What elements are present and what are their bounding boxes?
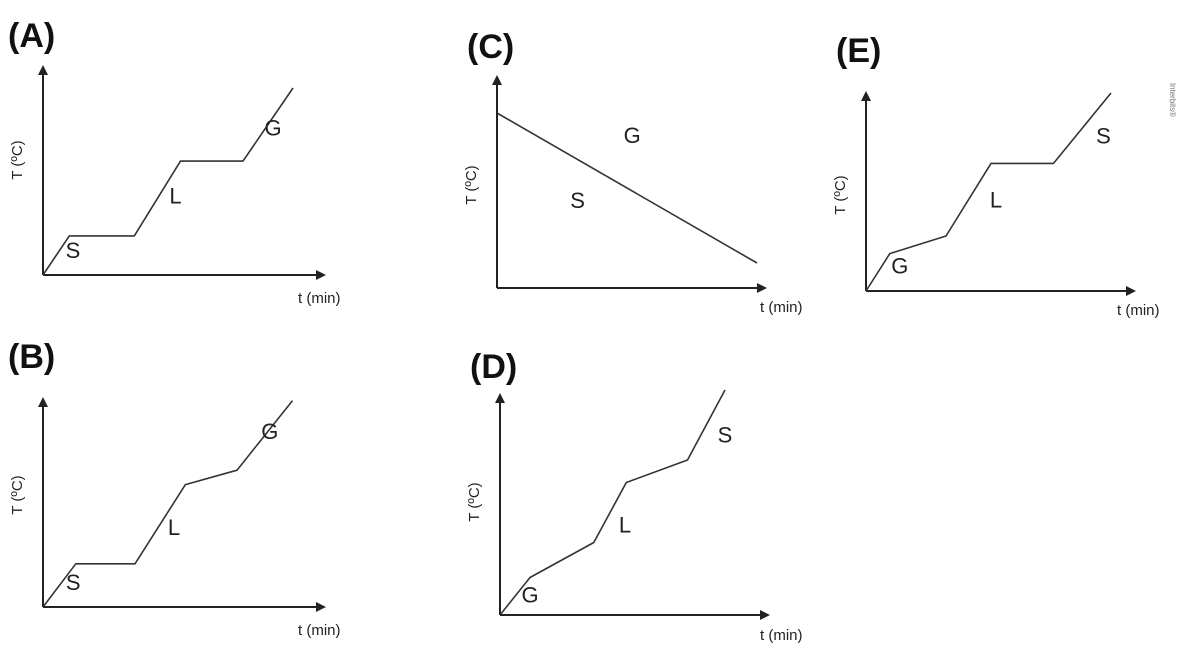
phase-label: S — [570, 188, 585, 213]
chart-panel: (D) t (min) T (ºC) G L S — [466, 348, 803, 644]
phase-label: L — [168, 515, 180, 540]
x-axis-arrow — [760, 610, 770, 620]
phase-label: L — [169, 184, 181, 209]
y-axis-label: T (ºC) — [832, 175, 849, 214]
phase-label: G — [521, 583, 538, 608]
y-axis-label: T (ºC) — [9, 140, 26, 179]
chart-title: (C) — [467, 28, 514, 66]
x-axis-label: t (min) — [298, 622, 341, 639]
phase-label: L — [619, 513, 631, 538]
chart-title: (E) — [836, 32, 881, 70]
phase-label: G — [624, 123, 641, 148]
phase-label: S — [66, 570, 81, 595]
chart-panel: (C) t (min) T (ºC) G S — [463, 28, 803, 316]
y-axis-arrow — [495, 393, 505, 403]
x-axis-label: t (min) — [760, 299, 803, 316]
temperature-curve — [496, 112, 758, 264]
y-axis-label: T (ºC) — [9, 475, 26, 514]
x-axis-label: t (min) — [1117, 302, 1160, 319]
x-axis-arrow — [316, 270, 326, 280]
phase-label: S — [718, 423, 733, 448]
chart-panel: (B) t (min) T (ºC) S L G — [8, 338, 341, 639]
phase-label: G — [891, 253, 908, 278]
chart-panel: (A) t (min) T (ºC) S L G — [8, 17, 341, 307]
temperature-curve — [865, 92, 1112, 292]
y-axis-arrow — [861, 91, 871, 101]
x-axis-arrow — [757, 283, 767, 293]
phase-label: S — [66, 238, 81, 263]
temperature-curve — [42, 87, 294, 276]
y-axis-label: T (ºC) — [463, 165, 480, 204]
y-axis-label: T (ºC) — [466, 482, 483, 521]
chart-title: (B) — [8, 338, 55, 376]
y-axis-arrow — [38, 397, 48, 407]
x-axis-arrow — [1126, 286, 1136, 296]
phase-label: S — [1096, 124, 1111, 149]
phase-label: L — [990, 187, 1002, 212]
x-axis-label: t (min) — [760, 627, 803, 644]
temperature-curve — [42, 400, 294, 608]
y-axis-arrow — [492, 75, 502, 85]
x-axis-arrow — [316, 602, 326, 612]
temperature-curve — [499, 389, 726, 616]
y-axis-arrow — [38, 65, 48, 75]
phase-label: G — [264, 116, 281, 141]
chart-panel: (E) t (min) T (ºC) G L S — [832, 32, 1160, 319]
watermark-text: Interbits® — [1168, 83, 1177, 117]
phase-label: G — [261, 419, 278, 444]
chart-title: (D) — [470, 348, 517, 386]
chart-title: (A) — [8, 17, 55, 55]
x-axis-label: t (min) — [298, 290, 341, 307]
